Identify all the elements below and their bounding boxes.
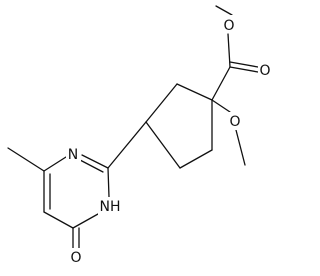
bond-c2-n3-double bbox=[79, 159, 104, 173]
bond-c5-c6 bbox=[43, 211, 74, 229]
bond-ring-1 bbox=[176, 83, 213, 101]
bond-methoxy-methyl bbox=[235, 129, 246, 166]
bond-carbonyl-double-2 bbox=[229, 61, 259, 68]
bond-carbonyl-c-ring bbox=[211, 66, 231, 101]
svg-text:O: O bbox=[259, 63, 270, 79]
bond-ring-pyrimidine-link bbox=[107, 121, 147, 169]
svg-text:O: O bbox=[229, 114, 240, 130]
bond-c2-n3 bbox=[81, 154, 109, 169]
bond-ring-3 bbox=[145, 121, 181, 169]
atom-ring-nh: NH bbox=[98, 197, 122, 215]
bond-ester-methyl bbox=[215, 5, 233, 16]
atom-carbonyl-oxygen: O bbox=[258, 61, 272, 79]
bond-n3-c4 bbox=[43, 156, 67, 172]
svg-text:O: O bbox=[223, 18, 234, 34]
svg-text:NH: NH bbox=[100, 199, 121, 215]
bond-carbonyl-double-1 bbox=[229, 66, 259, 73]
bond-c6-n1 bbox=[72, 213, 99, 229]
svg-text:O: O bbox=[70, 250, 81, 266]
bond-n1-c2 bbox=[107, 167, 110, 198]
bond-set bbox=[7, 5, 259, 249]
bond-ring-2 bbox=[145, 83, 178, 123]
atom-ester-oxygen: O bbox=[223, 15, 236, 34]
atom-methoxy-oxygen: O bbox=[228, 112, 242, 130]
bond-c4-methyl bbox=[7, 147, 45, 172]
atom-keto-oxygen: O bbox=[69, 248, 83, 266]
molecule-structure: O O O N NH O bbox=[7, 5, 272, 266]
svg-text:N: N bbox=[68, 147, 78, 163]
atom-labels: O O O N NH O bbox=[66, 15, 272, 266]
bond-ring-methoxy-o bbox=[211, 99, 231, 113]
atom-ring-nitrogen: N bbox=[66, 145, 81, 163]
bond-ring-4 bbox=[179, 149, 213, 169]
